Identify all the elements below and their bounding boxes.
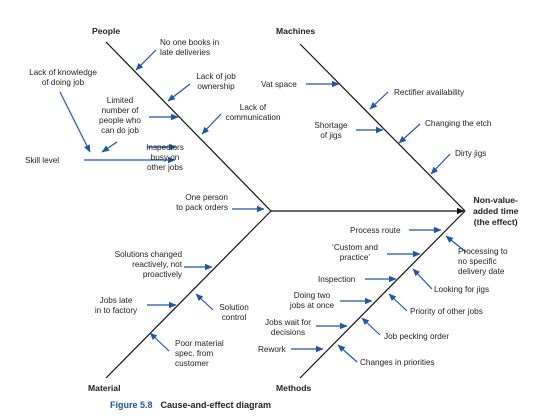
people-bone [105,41,272,212]
arrow-changes-in-priorities [337,344,358,363]
cause-arrows [59,49,467,363]
cause-shortage-of-jigs: Shortage of jigs [314,121,348,140]
arrow-poor-material-spec [149,332,170,352]
arrow-dirty-jigs [430,153,451,175]
cause-doing-two-jobs: Doing two jobs at once [289,291,335,310]
cause-lack-of-job-ownership: Lack of job ownership [196,72,236,91]
category-machines: Machines [276,26,316,36]
cause-poor-material-spec: Poor material spec. from customer [175,339,224,368]
cause-changes-in-priorities: Changes in priorities [360,358,435,367]
fishbone-diagram [59,41,467,379]
arrow-solution-control [195,293,214,311]
cause-rectifier-availability: Rectifier availability [394,88,465,97]
cause-rework: Rework [258,345,286,354]
figure-title: Cause-and-effect diagram [160,400,272,410]
arrow-limited-number-b [101,141,118,153]
material-bone [105,210,272,379]
cause-solution-control: Solution control [219,303,249,322]
arrow-rectifier-availability [369,91,389,110]
cause-vat-space: Vat space [261,80,297,89]
arrow-lack-of-knowledge [59,91,91,153]
arrow-processing-no-date [445,235,467,253]
cause-solutions-changed: Solutions changed reactively, not proact… [114,250,182,279]
category-methods: Methods [276,383,312,393]
cause-limited-number: Limited number of people who can do job [99,96,141,135]
cause-jobs-late: Jobs late in to factory [94,296,138,315]
cause-custom-and-practice: ‘Custom and practice’ [332,243,378,262]
cause-process-route: Process route [350,226,401,235]
cause-jobs-wait: Jobs wait for decisions [265,318,311,337]
cause-priority-of-other-jobs: Priority of other jobs [410,307,483,316]
cause-changing-the-etch: Changing the etch [425,119,492,128]
cause-inspection: Inspection [318,275,356,284]
cause-no-one-books: No one books in late deliveries [160,38,220,57]
cause-skill-level: Skill level [25,156,60,165]
cause-job-pecking-order: Job pecking order [384,332,450,341]
effect-line-2: added time [473,206,519,216]
arrow-no-one-books [135,49,157,71]
bones [105,41,466,379]
cause-processing-no-date: Processing to no specific delivery date [458,247,508,276]
cause-lack-of-communication: Lack of communication [225,103,281,122]
arrow-lack-of-job-ownership [167,83,191,102]
category-people: People [92,26,121,36]
arrow-changing-the-etch [398,123,421,144]
effect-line-1: Non-value- [473,195,518,205]
arrow-job-pecking-order [361,317,381,336]
figure-number: Figure 5.8 [110,400,153,410]
cause-lack-of-knowledge: Lack of knowledge of doing job [29,68,97,87]
effect-line-3: (the effect) [473,217,518,227]
cause-dirty-jigs: Dirty jigs [455,149,487,158]
arrow-priority-of-other-jobs [388,293,408,312]
category-material: Material [88,383,121,393]
arrow-lack-of-communication [201,113,222,135]
cause-looking-for-jigs: Looking for jigs [434,285,490,294]
effect-label: Non-value- added time (the effect) [473,195,518,228]
diagram-frame: People Machines Material Methods Non-val… [25,26,519,393]
methods-bone [299,210,466,379]
arrow-looking-for-jigs [412,268,433,290]
cause-one-person: One person to pack orders [176,193,228,212]
cause-inspectors-busy: Inspectors busy on other jobs [146,143,184,172]
figure-caption: Figure 5.8 Cause-and-effect diagram [110,400,271,410]
